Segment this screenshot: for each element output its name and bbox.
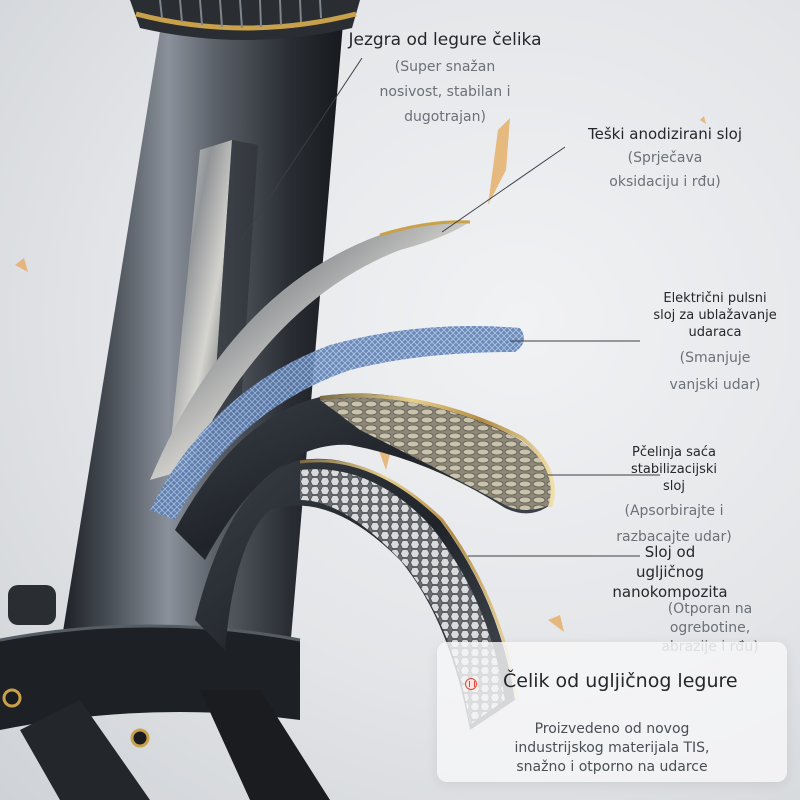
label-title: Električni pulsni: [663, 291, 767, 306]
label-sub-line: oksidaciju i rđu): [609, 174, 721, 190]
tripod-clamp-and-legs: [0, 585, 330, 800]
material-info-card: Čelik od ugljičnog legure Proizvedeno od…: [437, 642, 787, 782]
info-dot-icon: [465, 678, 477, 690]
card-body-line: snažno i otporno na udarce: [516, 759, 708, 775]
label-title: Jezgra od legure čelika: [348, 30, 542, 50]
layer-blue-mesh: [150, 326, 524, 520]
label-steel-alloy-core: Jezgra od legure čelika (Super snažan no…: [330, 28, 560, 127]
label-honeycomb-layer: Pčelinja saća stabilizacijski sloj (Apso…: [586, 444, 762, 547]
layer-honeycomb-gold: [175, 393, 555, 560]
label-sub-line: nosivost, stabilan i: [379, 84, 511, 100]
label-sub-line: (Sprječava: [627, 150, 703, 166]
label-title: Pčelinja saća: [631, 445, 716, 460]
label-title: Teški anodizirani sloj: [587, 125, 742, 143]
label-title: nanokompozita: [612, 583, 728, 601]
label-sub-line: vanjski udar): [669, 377, 761, 393]
label-carbon-nanocomposite-layer: Sloj od ugljičnog nanokompozita: [595, 542, 745, 602]
label-sub-line: razbacajte udar): [616, 529, 732, 545]
label-title: sloj: [663, 479, 685, 494]
label-sub-line: ogrebotine,: [669, 620, 751, 636]
label-sub-line: (Smanjuje: [679, 350, 751, 366]
label-title: ugljičnog: [636, 563, 704, 581]
label-title: udaraca: [688, 325, 742, 340]
label-sub-line: (Otporan na: [667, 601, 753, 617]
top-knurled-collar: [130, 0, 360, 40]
label-sub-line: dugotrajan): [404, 109, 486, 125]
label-title: Sloj od: [644, 543, 696, 561]
layer-chrome-anodized: [150, 220, 471, 480]
card-body-line: industrijskog materijala TIS,: [514, 740, 710, 756]
label-anodized-layer: Teški anodizirani sloj (Sprječava oksida…: [560, 124, 770, 192]
label-title: stabilizacijski: [631, 462, 717, 477]
label-title: sloj za ublažavanje: [653, 308, 777, 323]
label-pulse-damping-layer: Električni pulsni sloj za ublažavanje ud…: [630, 290, 800, 395]
label-sub-line: (Super snažan: [394, 59, 496, 75]
leader-lines: [227, 57, 660, 557]
card-title: Čelik od ugljičnog legure: [503, 670, 738, 692]
label-sub-line: (Apsorbirajte i: [624, 503, 724, 519]
card-body: Proizvedeno od novog industrijskog mater…: [462, 720, 762, 777]
card-body-line: Proizvedeno od novog: [534, 721, 690, 737]
